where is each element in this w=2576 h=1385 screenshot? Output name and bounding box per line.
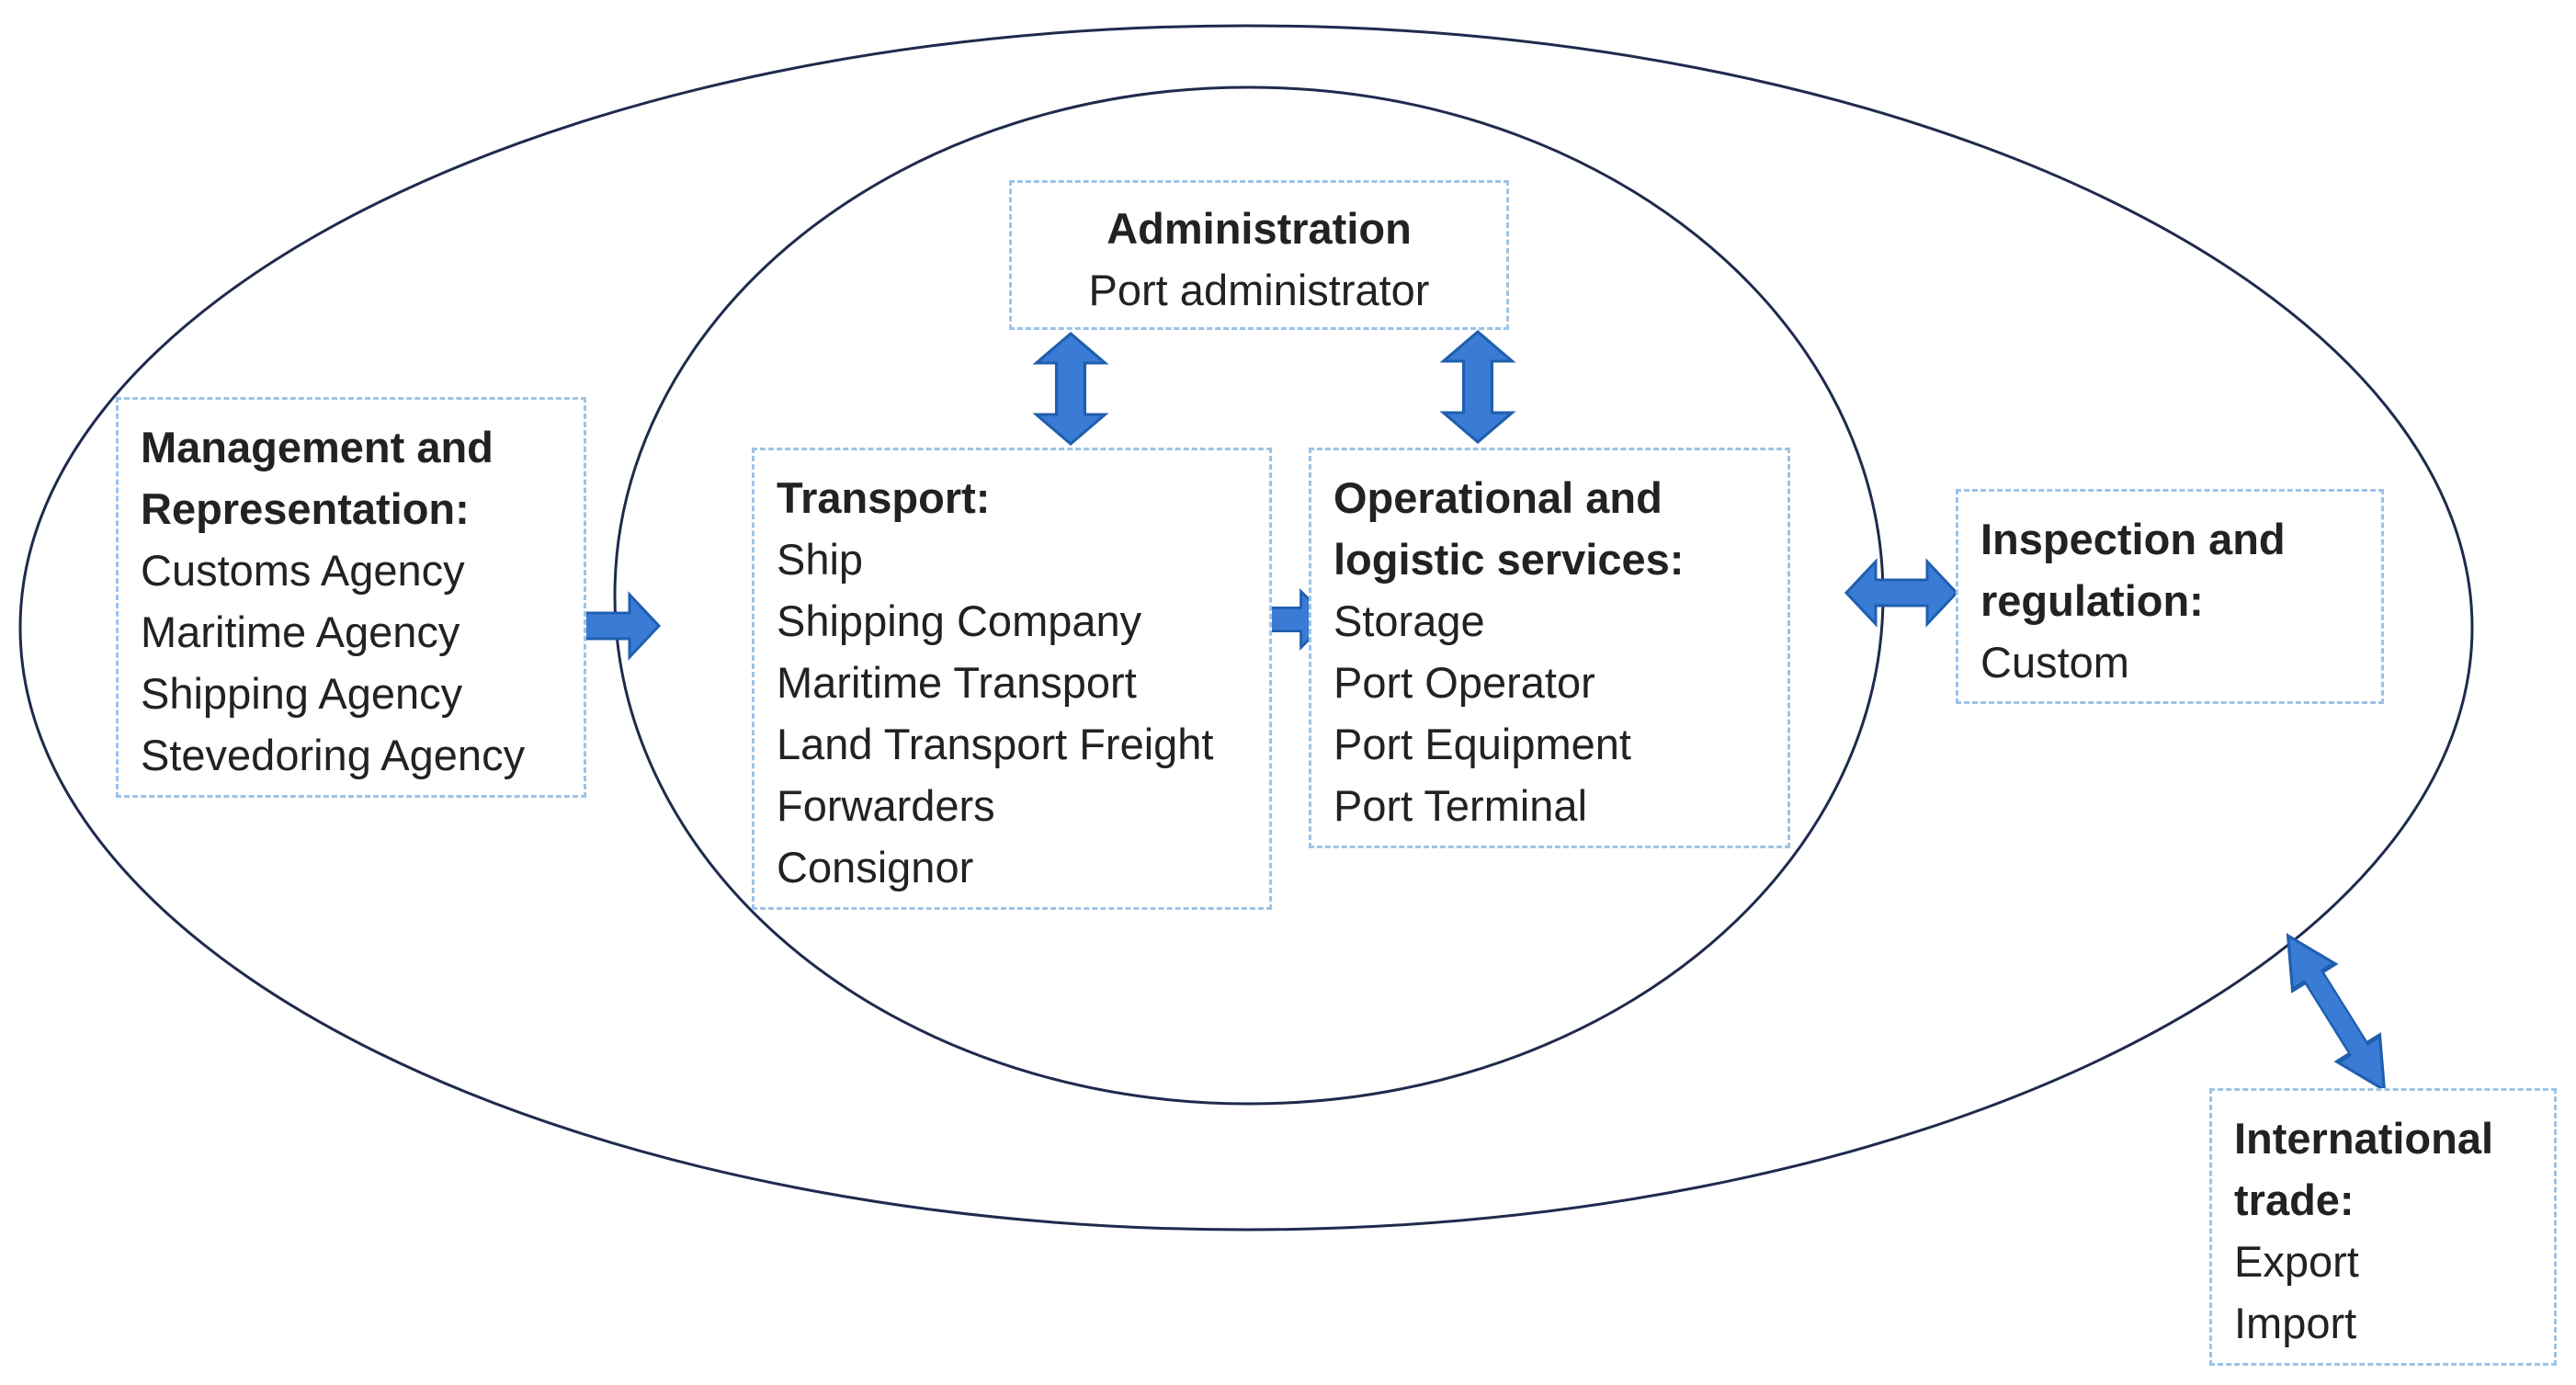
transport-title: Transport: [777, 473, 991, 522]
administration-box: Administration Port administrator [1009, 180, 1509, 330]
operational-title-line2: logistic services: [1333, 535, 1685, 584]
inspection-title-line2: regulation: [1980, 576, 2204, 625]
operational-item: Port Operator [1333, 658, 1595, 707]
arrow-outer-trade [2266, 923, 2405, 1104]
trade-item: Export [2234, 1237, 2359, 1286]
operational-logistic-box: Operational and logistic services: Stora… [1309, 448, 1790, 848]
management-title-line1: Management and [141, 423, 494, 471]
transport-item: Ship [777, 535, 864, 584]
arrow-admin-transport [1034, 332, 1107, 446]
management-item: Maritime Agency [141, 607, 460, 656]
transport-item: Land Transport Freight [777, 720, 1214, 768]
transport-item: Forwarders [777, 781, 995, 830]
operational-item: Port Terminal [1333, 781, 1588, 830]
operational-title-line1: Operational and [1333, 473, 1662, 522]
management-item: Customs Agency [141, 546, 465, 595]
operational-item: Storage [1333, 596, 1485, 645]
management-representation-box: Management and Representation: Customs A… [116, 397, 586, 798]
administration-title: Administration [1106, 204, 1412, 253]
international-trade-box: International trade: Export Import [2209, 1088, 2557, 1366]
inspection-item: Custom [1980, 638, 2129, 687]
management-item: Stevedoring Agency [141, 731, 526, 779]
inspection-title-line1: Inspection and [1980, 515, 2286, 563]
transport-box: Transport: Ship Shipping Company Maritim… [752, 448, 1272, 910]
trade-item: Import [2234, 1299, 2357, 1347]
outer-ellipse [18, 24, 2474, 1232]
arrow-admin-operational [1441, 330, 1515, 444]
operational-item: Port Equipment [1333, 720, 1631, 768]
arrow-inner-inspection [1844, 560, 1958, 626]
transport-item: Consignor [777, 843, 974, 891]
trade-title-line2: trade: [2234, 1175, 2355, 1224]
trade-title-line1: International [2234, 1114, 2494, 1163]
management-item: Shipping Agency [141, 669, 463, 718]
inspection-regulation-box: Inspection and regulation: Custom [1956, 489, 2384, 704]
administration-item: Port administrator [1088, 266, 1430, 314]
transport-item: Maritime Transport [777, 658, 1137, 707]
management-title-line2: Representation: [141, 484, 470, 533]
transport-item: Shipping Company [777, 596, 1142, 645]
